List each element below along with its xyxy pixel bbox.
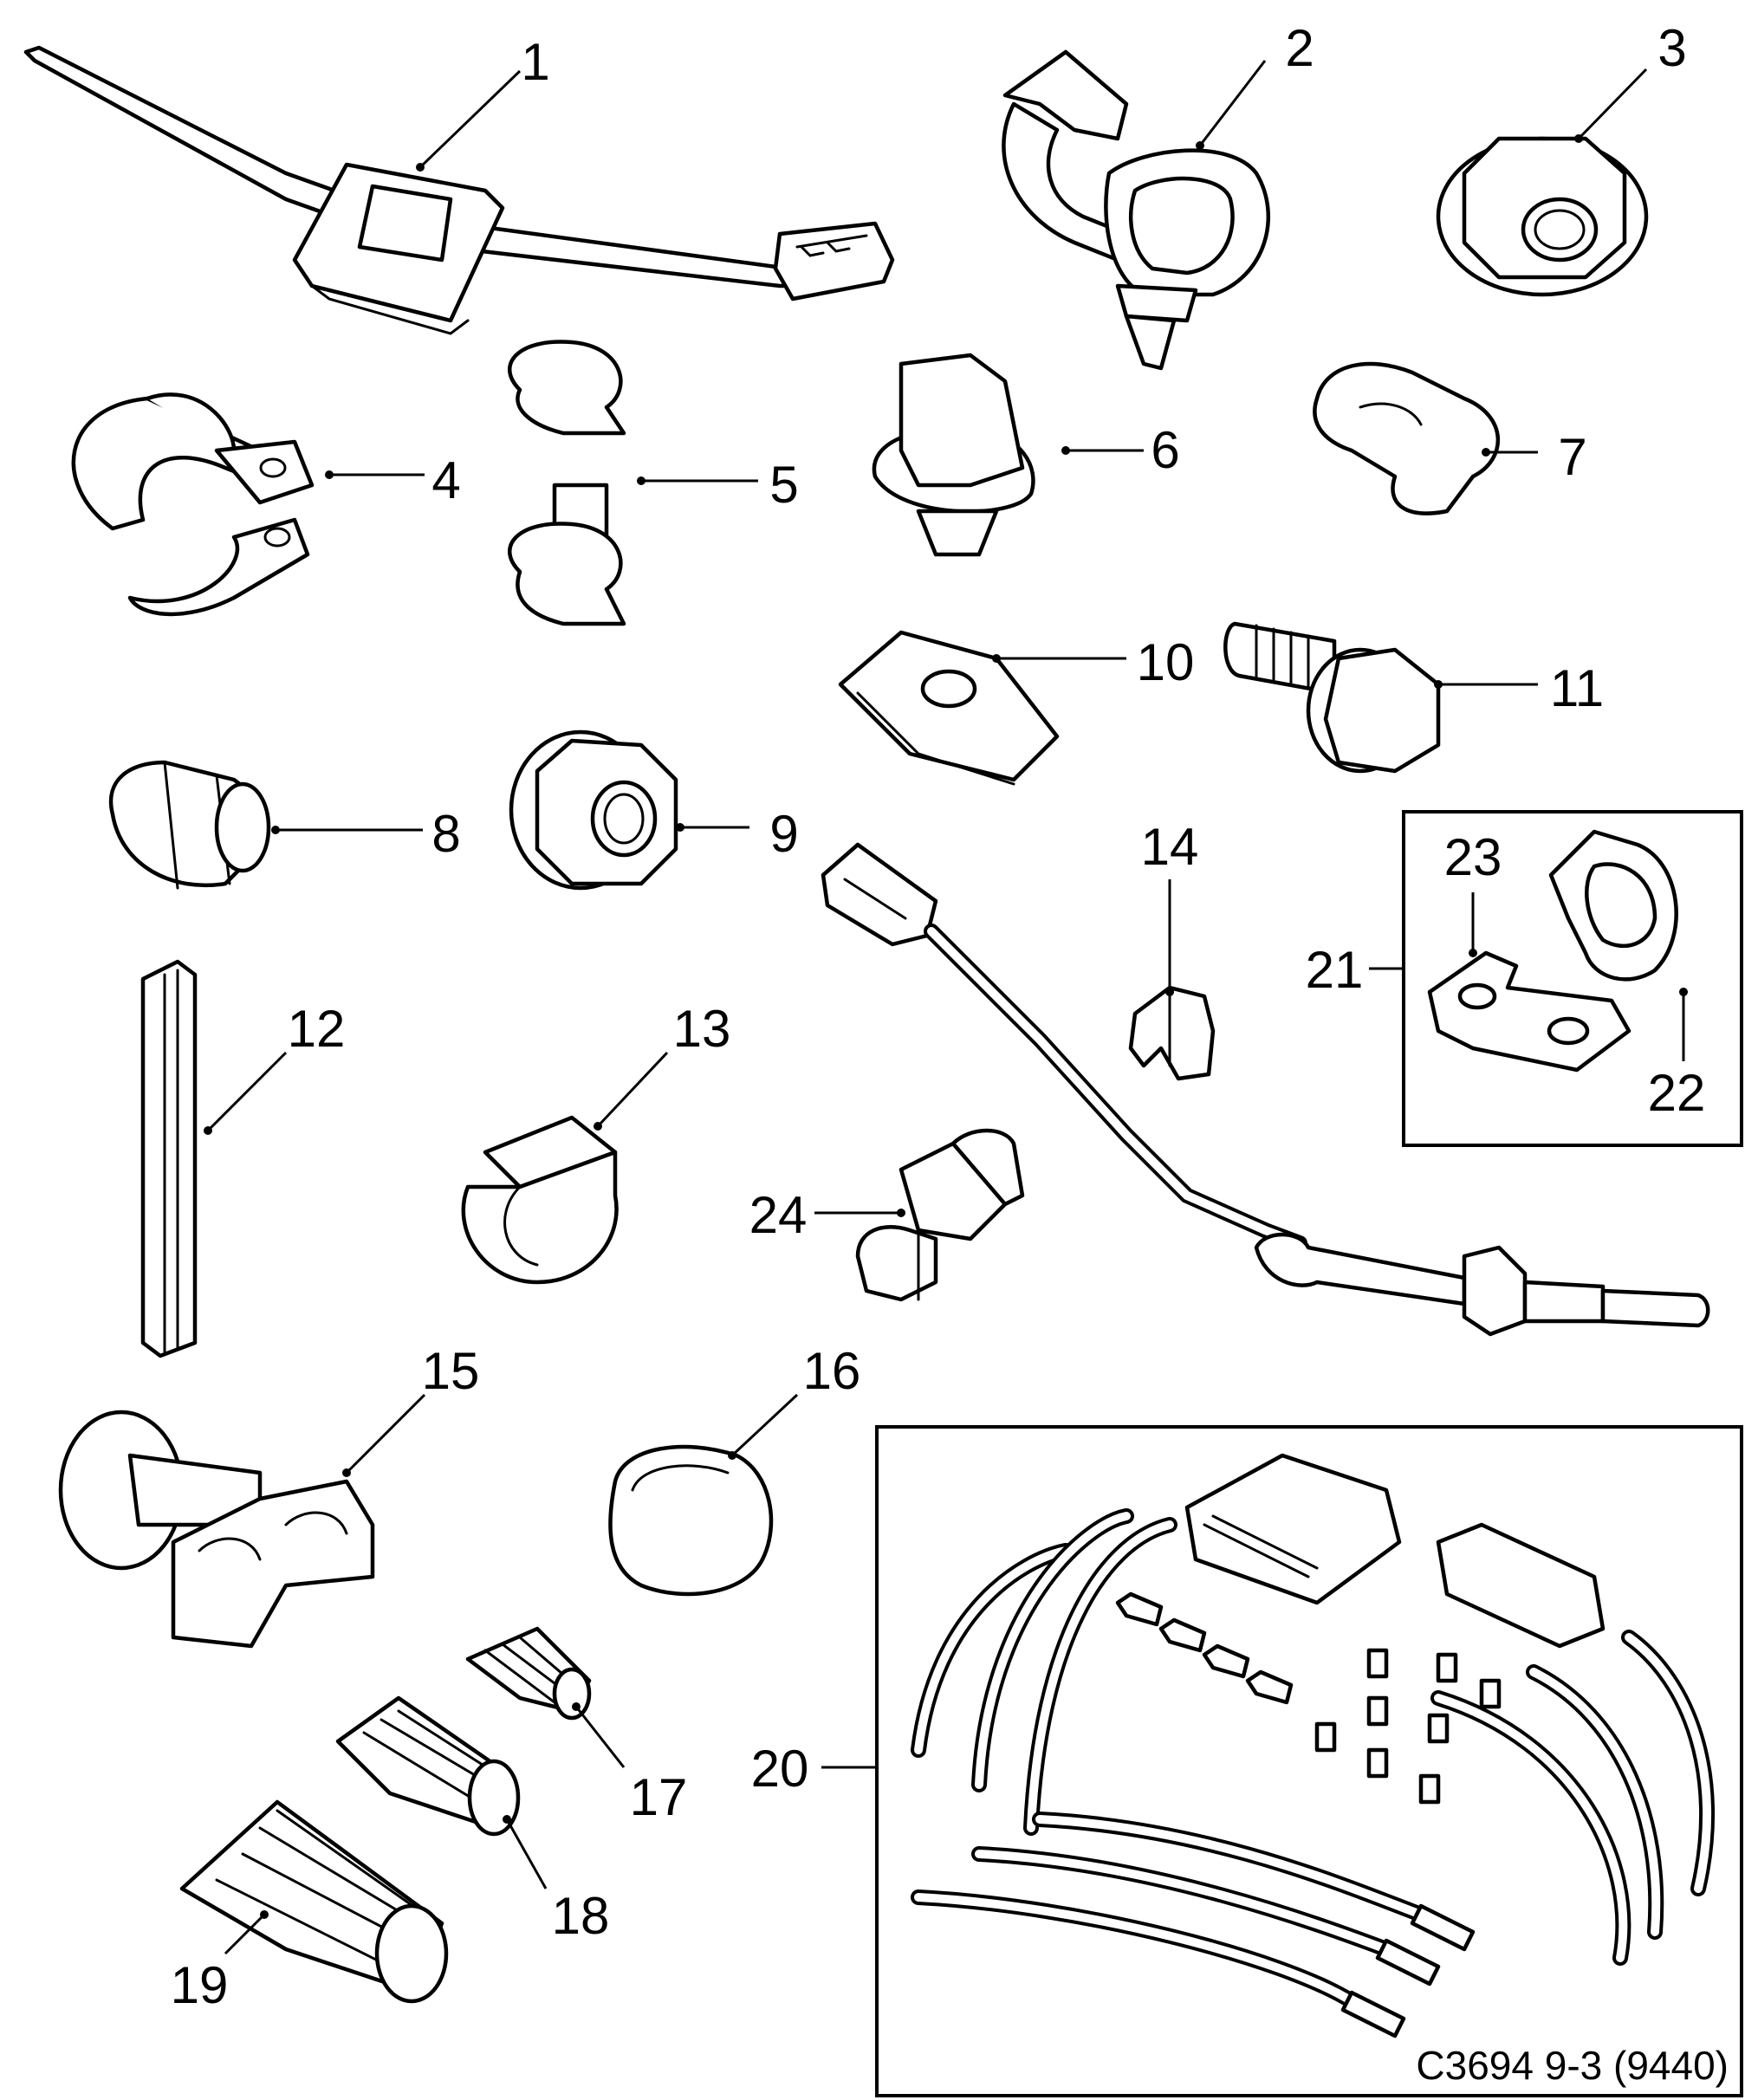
callout-17: 17: [630, 1768, 688, 1826]
callout-19: 19: [171, 1956, 229, 2014]
part-9-flange-nut: [509, 729, 678, 891]
callout-3: 3: [1657, 19, 1686, 77]
callout-24: 24: [749, 1186, 808, 1244]
part-15-double-clip-flange: [58, 1410, 375, 1649]
temperature-sensor-with-wire: [821, 842, 1710, 1337]
callout-11: 11: [1550, 659, 1604, 717]
callout-5: 5: [769, 456, 798, 514]
part-16-grommet: [608, 1444, 774, 1597]
part-22-clip: [1548, 829, 1678, 982]
callout-22: 22: [1648, 1064, 1706, 1122]
part-12-edge-strip: [140, 959, 198, 1358]
callout-14: 14: [1141, 818, 1199, 876]
part-3-flange-nut: [1436, 136, 1649, 297]
part-20-wiring-repair-kit: [911, 1453, 1716, 2038]
part-17-convoluted-tube-small: [465, 1626, 592, 1721]
part-5-double-open-clip: [508, 340, 626, 626]
callout-6: 6: [1151, 421, 1179, 479]
part-18-convoluted-tube-medium: [335, 1695, 521, 1837]
callout-4: 4: [431, 451, 460, 509]
leader-lines: [204, 60, 1688, 1955]
part-7-split-sleeve: [1313, 361, 1501, 515]
part-13-wedge-clip: [461, 1115, 619, 1285]
callout-12: 12: [288, 1000, 346, 1058]
callout-8: 8: [431, 805, 460, 863]
part-10-speed-nut: [838, 630, 1060, 786]
drawing-code: C3694 9-3 (9440): [1416, 2043, 1729, 2088]
callout-23: 23: [1444, 828, 1502, 886]
callout-18: 18: [552, 1887, 610, 1945]
callout-16: 16: [803, 1342, 861, 1400]
inset-frame-21: [1402, 810, 1743, 1147]
callout-labels: 1 2 3 4 5 6 7 8 9 10 11 12 13 14 15 16 1…: [171, 19, 1729, 2088]
callout-9: 9: [769, 805, 798, 863]
part-14-small-clip: [1128, 985, 1216, 1081]
part-24-double-clip: [855, 1128, 1025, 1302]
callout-1: 1: [521, 33, 549, 91]
part-2-double-clip: [1002, 49, 1270, 371]
part-19-convoluted-tube-large: [179, 1799, 449, 2004]
part-1-cable-tie-clip: [23, 45, 895, 335]
part-23-bracket: [1427, 950, 1631, 1073]
inset-frame-20: [875, 1425, 1743, 2097]
callout-15: 15: [422, 1342, 480, 1400]
callout-13: 13: [673, 1000, 731, 1058]
callout-7: 7: [1558, 428, 1586, 486]
callout-2: 2: [1285, 19, 1314, 77]
part-4-p-clip: [71, 392, 315, 617]
callout-20: 20: [751, 1740, 809, 1798]
part-6-push-in-clip: [872, 353, 1035, 557]
part-8-cap-nut: [108, 760, 271, 890]
callout-10: 10: [1137, 633, 1195, 691]
part-11-flange-bolt: [1223, 621, 1441, 774]
callout-21: 21: [1306, 941, 1364, 999]
